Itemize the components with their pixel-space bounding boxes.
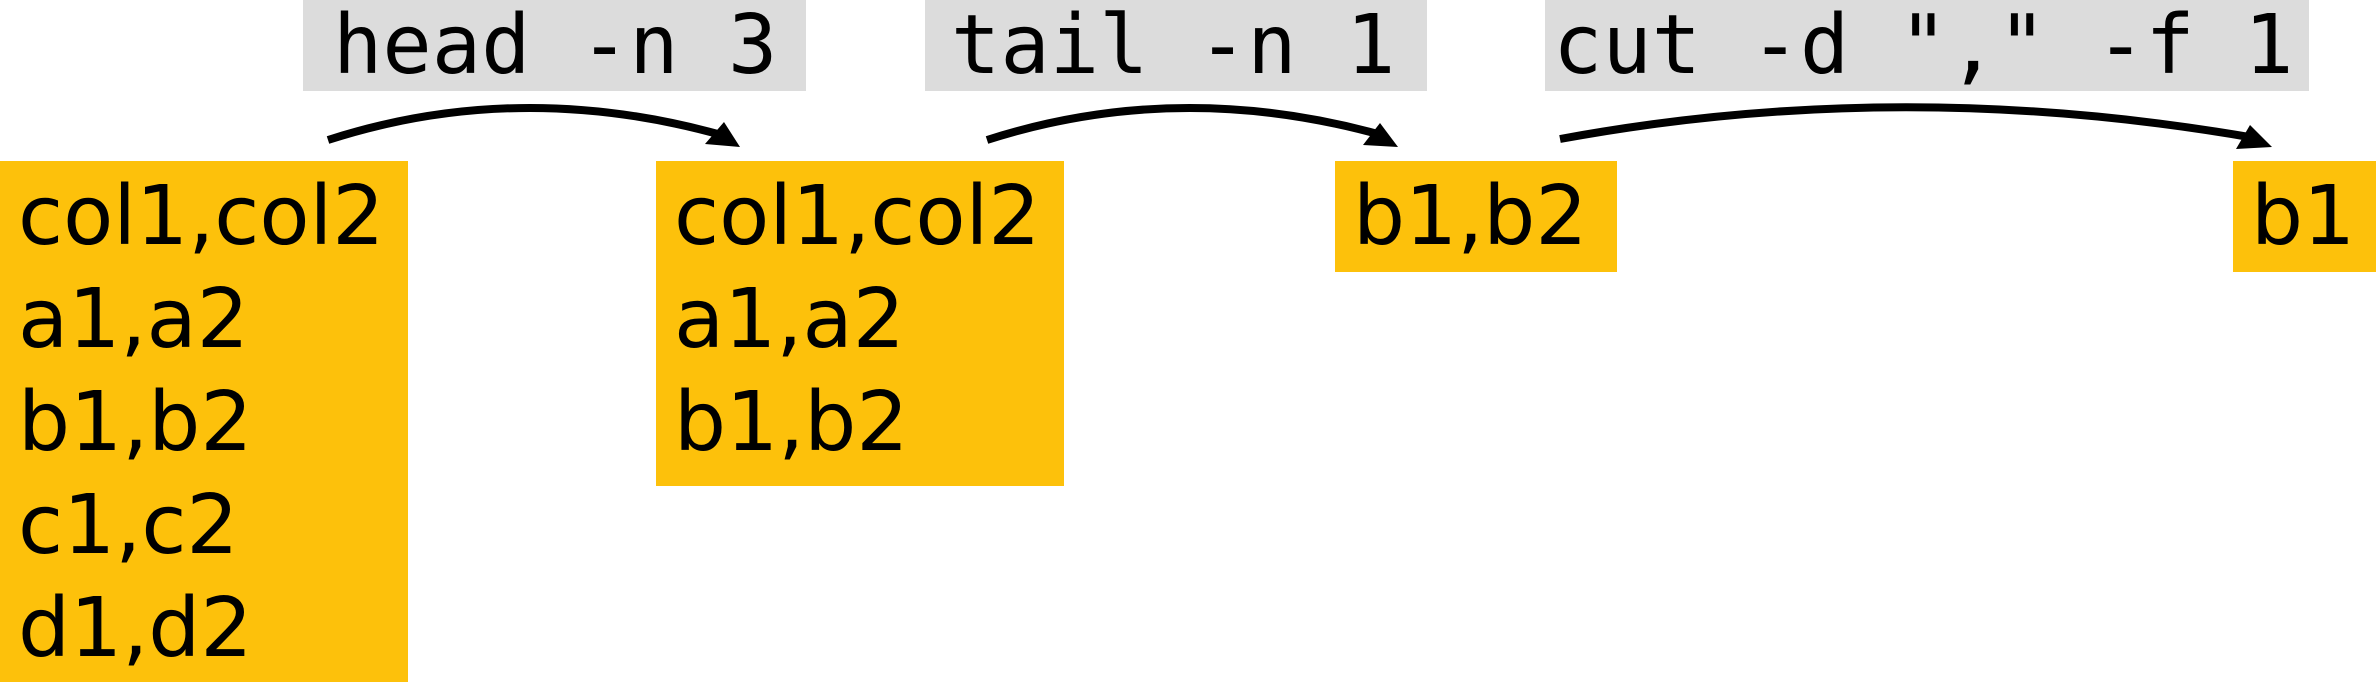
arrow-head-step-tip [705, 122, 740, 147]
stage-head-output-box: col1,col2 a1,a2 b1,b2 [656, 161, 1064, 486]
arrow-tail-step-tip [1363, 123, 1398, 147]
data-line: a1,a2 [674, 272, 905, 367]
arrow-cut-step-tip [2236, 125, 2272, 149]
command-tail: tail -n 1 [925, 0, 1427, 91]
data-line: a1,a2 [18, 272, 249, 367]
data-line: c1,c2 [18, 478, 239, 573]
stage-tail-output-box: b1,b2 [1335, 161, 1617, 272]
data-line: b1,b2 [674, 375, 909, 470]
data-line: b1,b2 [1353, 169, 1588, 264]
command-cut: cut -d "," -f 1 [1545, 0, 2309, 91]
data-line: col1,col2 [18, 169, 385, 264]
data-line: col1,col2 [674, 169, 1041, 264]
stage-cut-output-box: b1 [2233, 161, 2376, 272]
arrow-tail-step [985, 103, 1387, 144]
stage-input-box: col1,col2 a1,a2 b1,b2 c1,c2 d1,d2 [0, 161, 408, 682]
data-line: d1,d2 [18, 581, 253, 676]
command-head: head -n 3 [303, 0, 806, 91]
data-line: b1,b2 [18, 375, 253, 470]
arrow-head-step [326, 103, 727, 144]
arrow-cut-step [1559, 103, 2256, 143]
data-line: b1 [2251, 169, 2356, 264]
